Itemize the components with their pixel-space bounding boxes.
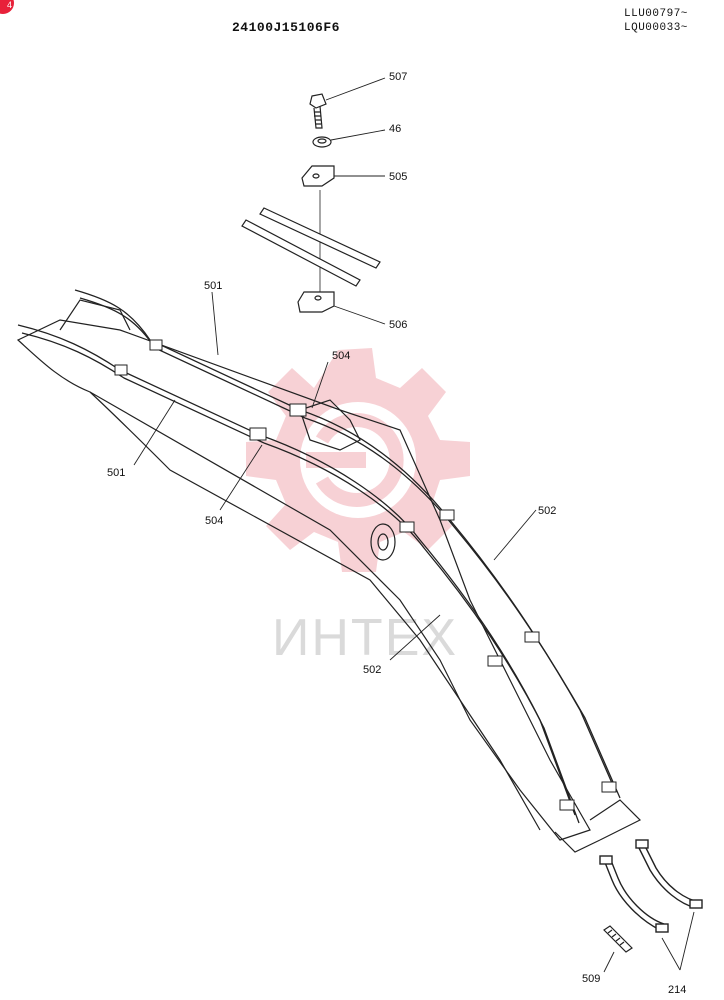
clamp-505 — [301, 165, 335, 187]
washer-46 — [312, 136, 332, 148]
bolt-507 — [309, 93, 327, 129]
gear-logo-watermark — [246, 348, 470, 572]
hose-214 — [599, 839, 703, 933]
callout-501-lower: 501 — [107, 467, 125, 479]
pipe-clamps — [114, 339, 617, 811]
callout-504-upper: 504 — [332, 350, 350, 362]
callout-214: 214 — [668, 984, 686, 996]
callout-507: 507 — [389, 71, 407, 83]
callout-501-upper: 501 — [204, 280, 222, 292]
serial-range-1: LLU00797~ — [624, 8, 688, 20]
callout-502-right: 502 — [538, 505, 556, 517]
serial-range-2: LQU00033~ — [624, 22, 688, 34]
callout-504-lower: 504 — [205, 515, 223, 527]
callout-502-left: 502 — [363, 664, 381, 676]
leader-lines — [133, 77, 695, 973]
clamp-506 — [297, 291, 335, 313]
pipe-502 — [259, 409, 621, 824]
pipe-plates — [241, 207, 381, 287]
plug-509 — [603, 925, 633, 953]
watermark-text: ИНТЕХ — [272, 609, 458, 667]
callout-505: 505 — [389, 171, 407, 183]
callout-509: 509 — [582, 973, 600, 985]
corner-badge: 4 — [0, 0, 14, 14]
pipe-501 — [17, 289, 306, 444]
part-number: 24100J15106F6 — [232, 20, 340, 35]
callout-506: 506 — [389, 319, 407, 331]
callout-46: 46 — [389, 123, 401, 135]
